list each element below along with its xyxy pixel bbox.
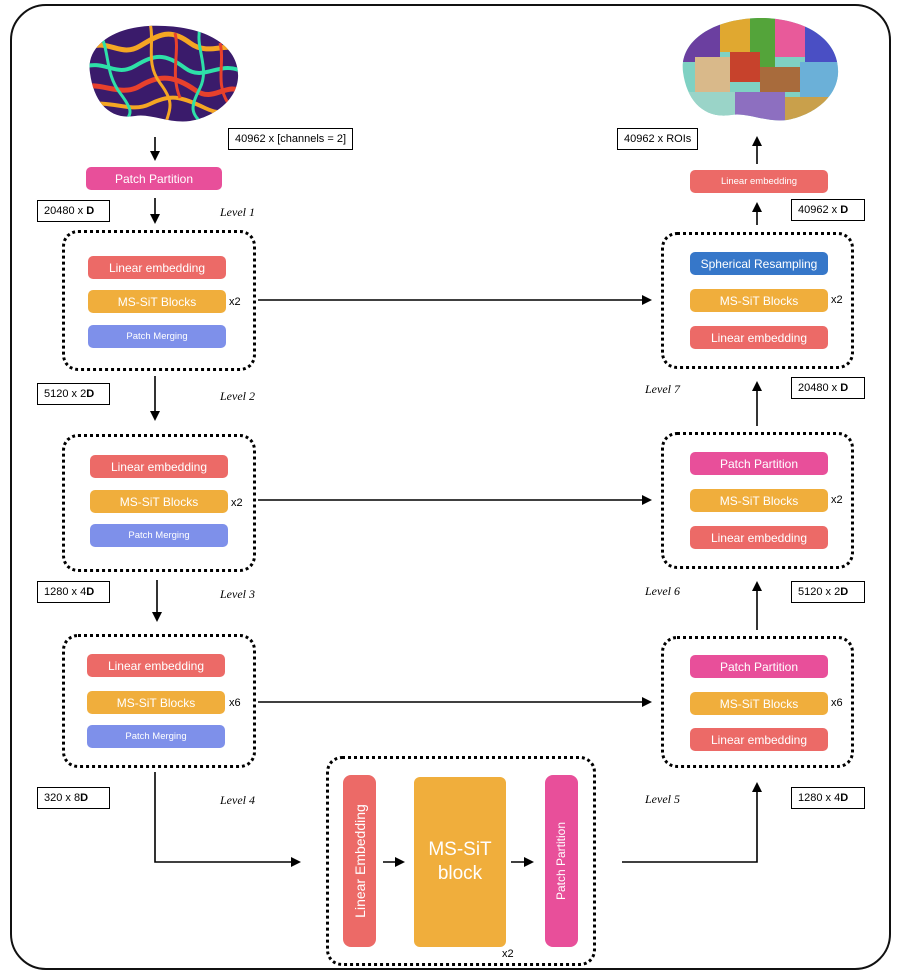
patch-partition-input: Patch Partition <box>86 167 222 190</box>
dim-level4: 320 x 8D <box>37 787 110 809</box>
linear-embedding-dec6: Linear embedding <box>690 526 828 549</box>
patch-partition-dec5: Patch Partition <box>690 655 828 678</box>
decoder-block-7 <box>661 232 854 369</box>
msit-blocks-dec7: MS-SiT Blocks <box>690 289 828 312</box>
dim-level3-bold: D <box>86 586 95 598</box>
dim-top-right-bold: D <box>840 204 849 216</box>
dim-level5-text: 1280 x 4 <box>798 792 841 804</box>
spherical-resampling-dec7: Spherical Resampling <box>690 252 828 275</box>
output-dim-label: 40962 x ROIs <box>617 128 699 150</box>
dim-top-right: 40962 x D <box>791 199 865 221</box>
dim-level6-bold: D <box>840 586 849 598</box>
msit-blocks-enc2: MS-SiT Blocks <box>90 490 228 513</box>
dim-level1: 20480 x D <box>37 200 110 222</box>
dim-level7-text: 20480 x <box>798 382 841 394</box>
level-3-label: Level 3 <box>220 587 255 601</box>
diagram-frame <box>10 4 891 970</box>
level-4-label: Level 4 <box>220 793 255 807</box>
bottleneck-linear-text: Linear Embedding <box>351 804 368 918</box>
linear-embedding-enc3: Linear embedding <box>87 654 225 677</box>
dim-level7: 20480 x D <box>791 377 865 399</box>
decoder-block-5 <box>661 636 854 768</box>
multiplier-dec5: x6 <box>831 697 843 709</box>
input-brain-image <box>89 25 239 122</box>
multiplier-enc2: x2 <box>231 497 243 509</box>
bottleneck-msit-text: MS-SiT block <box>428 839 492 884</box>
level-2-label: Level 2 <box>220 389 255 403</box>
multiplier-enc1: x2 <box>229 296 241 308</box>
linear-embedding-dec7: Linear embedding <box>690 326 828 349</box>
dim-level2-bold: D <box>86 388 95 400</box>
bottleneck-partition-text: Patch Partition <box>554 821 569 901</box>
bottleneck-block <box>326 756 596 966</box>
linear-embedding-enc1: Linear embedding <box>88 256 226 279</box>
dim-level1-bold: D <box>86 205 95 217</box>
msit-blocks-enc1: MS-SiT Blocks <box>88 290 226 313</box>
patch-partition-dec6: Patch Partition <box>690 452 828 475</box>
level-1-label: Level 1 <box>220 205 255 219</box>
msit-blocks-dec5: MS-SiT Blocks <box>690 692 828 715</box>
patch-merging-enc3: Patch Merging <box>87 725 225 748</box>
dim-level3: 1280 x 4D <box>37 581 110 603</box>
bottleneck-patch-partition: Patch Partition <box>545 775 578 947</box>
bottleneck-multiplier: x2 <box>502 948 514 960</box>
output-brain-image <box>682 17 839 121</box>
decoder-block-6 <box>661 432 854 569</box>
dim-level6-text: 5120 x 2 <box>798 586 841 598</box>
linear-embedding-output: Linear embedding <box>690 170 828 193</box>
linear-embedding-enc2: Linear embedding <box>90 455 228 478</box>
patch-merging-enc2: Patch Merging <box>90 524 228 547</box>
linear-embedding-dec5: Linear embedding <box>690 728 828 751</box>
input-dim-label: 40962 x [channels = 2] <box>228 128 353 150</box>
dim-top-right-text: 40962 x <box>798 204 841 216</box>
multiplier-dec6: x2 <box>831 494 843 506</box>
level-6-label: Level 6 <box>645 584 680 598</box>
dim-level7-bold: D <box>840 382 849 394</box>
dim-level1-text: 20480 x <box>44 205 87 217</box>
dim-level2-text: 5120 x 2 <box>44 388 87 400</box>
dim-level5-bold: D <box>840 792 849 804</box>
dim-level2: 5120 x 2D <box>37 383 110 405</box>
multiplier-dec7: x2 <box>831 294 843 306</box>
msit-blocks-enc3: MS-SiT Blocks <box>87 691 225 714</box>
level-7-label: Level 7 <box>645 382 680 396</box>
dim-level4-text: 320 x 8 <box>44 792 81 804</box>
level-5-label: Level 5 <box>645 792 680 806</box>
multiplier-enc3: x6 <box>229 697 241 709</box>
dim-level4-bold: D <box>80 792 89 804</box>
bottleneck-linear-embedding: Linear Embedding <box>343 775 376 947</box>
bottleneck-msit-block: MS-SiT block <box>414 777 506 947</box>
dim-level5: 1280 x 4D <box>791 787 865 809</box>
dim-level6: 5120 x 2D <box>791 581 865 603</box>
encoder-block-3 <box>62 634 256 768</box>
msit-blocks-dec6: MS-SiT Blocks <box>690 489 828 512</box>
encoder-block-2 <box>62 434 256 572</box>
patch-merging-enc1: Patch Merging <box>88 325 226 348</box>
encoder-block-1 <box>62 230 256 371</box>
dim-level3-text: 1280 x 4 <box>44 586 87 598</box>
